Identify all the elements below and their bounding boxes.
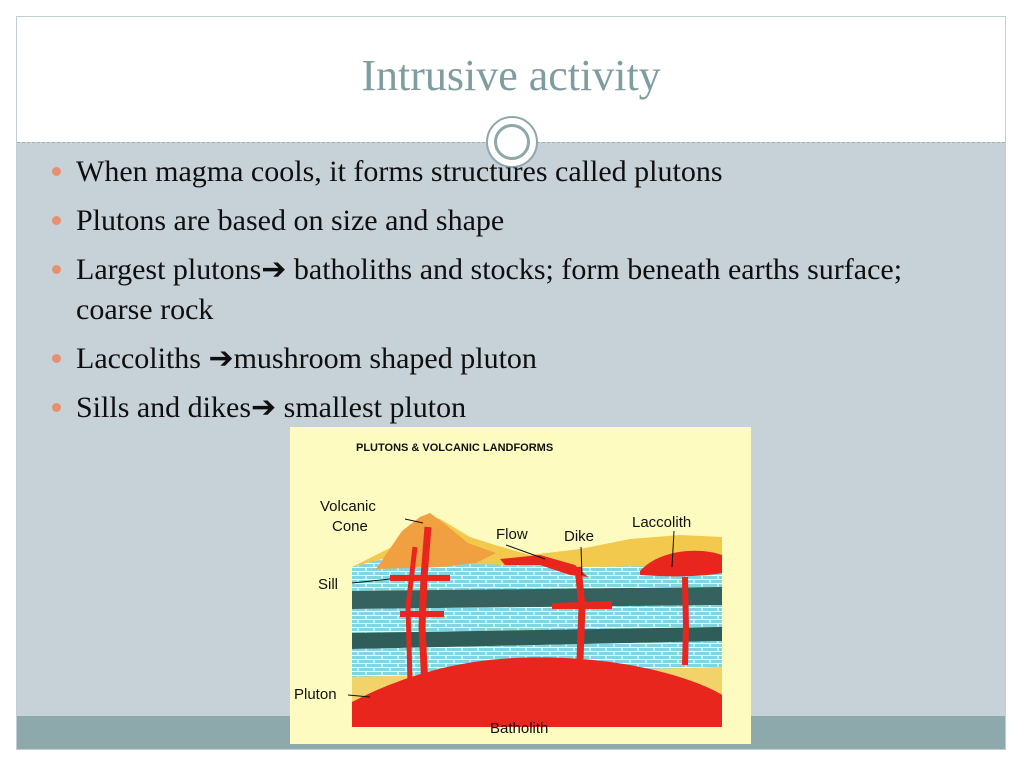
bullet-item: Laccoliths ➔mushroom shaped pluton <box>52 339 922 379</box>
bullet-item: Largest plutons➔ batholiths and stocks; … <box>52 250 922 330</box>
label-sill: Sill <box>318 576 338 593</box>
volcanic-cone <box>376 513 496 569</box>
label-volcanic: Volcanic <box>320 498 376 515</box>
label-pluton: Pluton <box>294 686 337 703</box>
bullet-item: Sills and dikes➔ smallest pluton <box>52 388 922 428</box>
label-cone: Cone <box>332 518 368 535</box>
plutons-diagram-svg: PLUTONS & VOLCANIC LANDFORMS <box>294 442 722 737</box>
lava-flow <box>500 555 588 577</box>
slide-title: Intrusive activity <box>361 51 661 100</box>
plutons-diagram: PLUTONS & VOLCANIC LANDFORMS <box>290 427 751 744</box>
bullet-item: Plutons are based on size and shape <box>52 201 922 241</box>
label-laccolith: Laccolith <box>632 514 691 531</box>
label-batholith: Batholith <box>490 720 548 737</box>
circle-ornament-icon <box>486 116 538 168</box>
leader-lines <box>347 518 675 698</box>
batholith <box>352 657 722 727</box>
label-dike: Dike <box>564 528 594 545</box>
bullet-list: When magma cools, it forms structures ca… <box>52 152 922 437</box>
laccolith <box>640 550 722 577</box>
sills <box>390 575 612 617</box>
label-flow: Flow <box>496 526 528 543</box>
diagram-heading: PLUTONS & VOLCANIC LANDFORMS <box>356 442 553 454</box>
bullet-item: When magma cools, it forms structures ca… <box>52 152 922 192</box>
